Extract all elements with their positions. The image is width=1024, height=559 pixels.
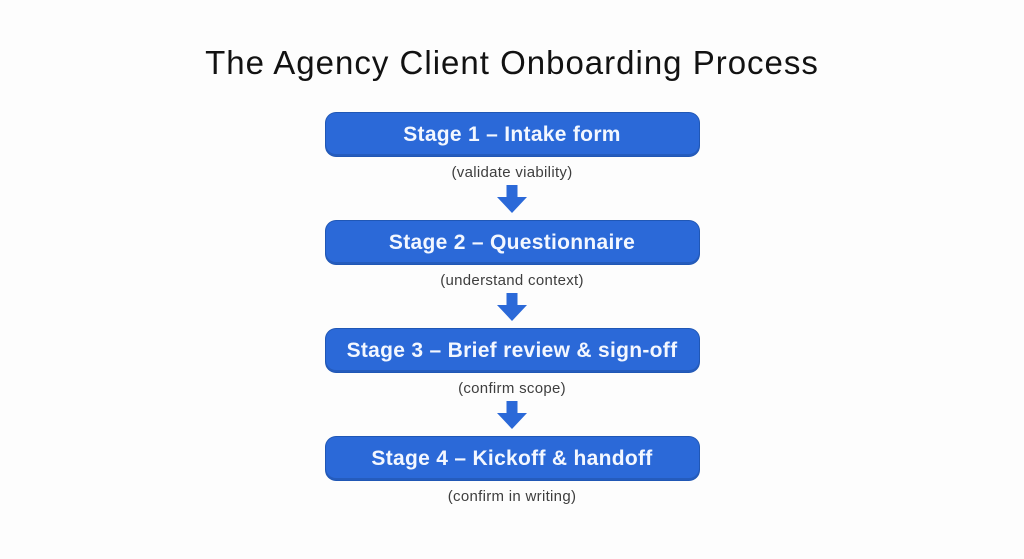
stage-3-box: Stage 3 – Brief review & sign-off [324, 328, 700, 373]
stage-3-caption: (confirm scope) [458, 380, 566, 397]
stage-4-caption: (confirm in writing) [447, 488, 577, 505]
arrow-down-icon [497, 185, 527, 213]
stage-1-box: Stage 1 – Intake form [324, 112, 700, 157]
stage-2-group: Stage 2 – Questionnaire (understand cont… [324, 220, 700, 328]
stage-4-box: Stage 4 – Kickoff & handoff [324, 436, 700, 481]
arrow-down-icon [497, 293, 527, 321]
stage-3-group: Stage 3 – Brief review & sign-off (confi… [324, 328, 700, 436]
stage-4-group: Stage 4 – Kickoff & handoff (confirm in … [324, 436, 700, 509]
stage-1-caption: (validate viability) [451, 164, 573, 181]
stage-2-box: Stage 2 – Questionnaire [324, 220, 700, 265]
stage-1-group: Stage 1 – Intake form (validate viabilit… [324, 112, 700, 220]
arrow-down-icon [497, 401, 527, 429]
stage-flow: Stage 1 – Intake form (validate viabilit… [0, 112, 1024, 509]
stage-2-caption: (understand context) [440, 272, 584, 289]
diagram-title: The Agency Client Onboarding Process [205, 44, 819, 81]
